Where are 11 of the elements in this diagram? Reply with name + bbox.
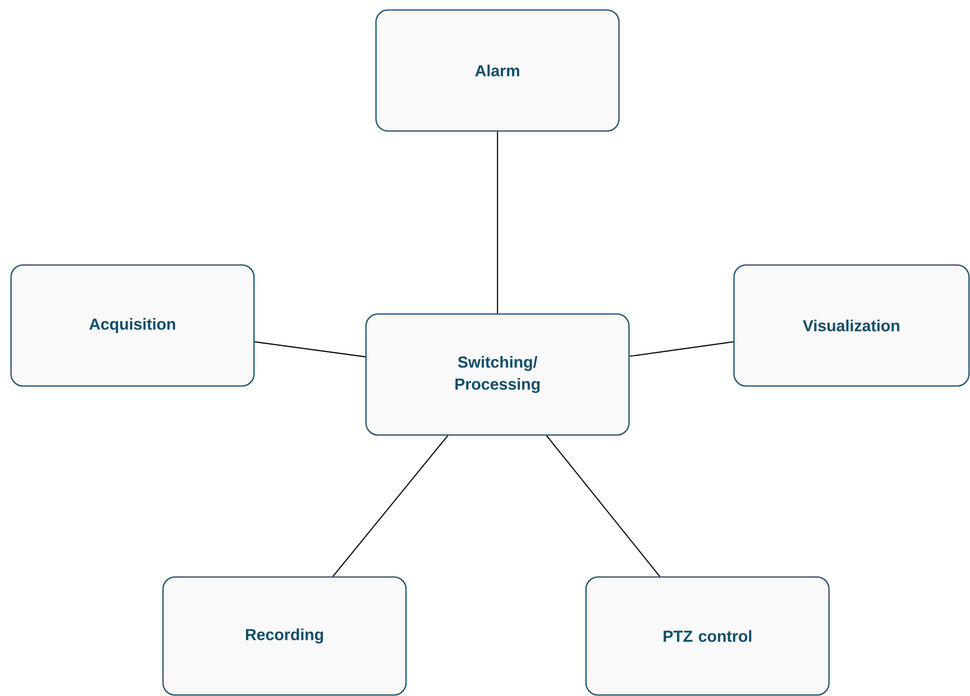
connector-line: [630, 341, 734, 357]
connector-line: [332, 435, 448, 577]
process-box: Recording: [162, 576, 407, 696]
process-box: Visualization: [733, 264, 970, 387]
process-box: PTZ control: [585, 576, 830, 696]
process-box: Acquisition: [10, 264, 255, 387]
connector-line: [496, 132, 498, 314]
connector-line: [546, 435, 660, 577]
connector-line: [254, 341, 366, 358]
process-box: Alarm: [375, 9, 620, 132]
process-box: Switching/ Processing: [365, 313, 630, 436]
